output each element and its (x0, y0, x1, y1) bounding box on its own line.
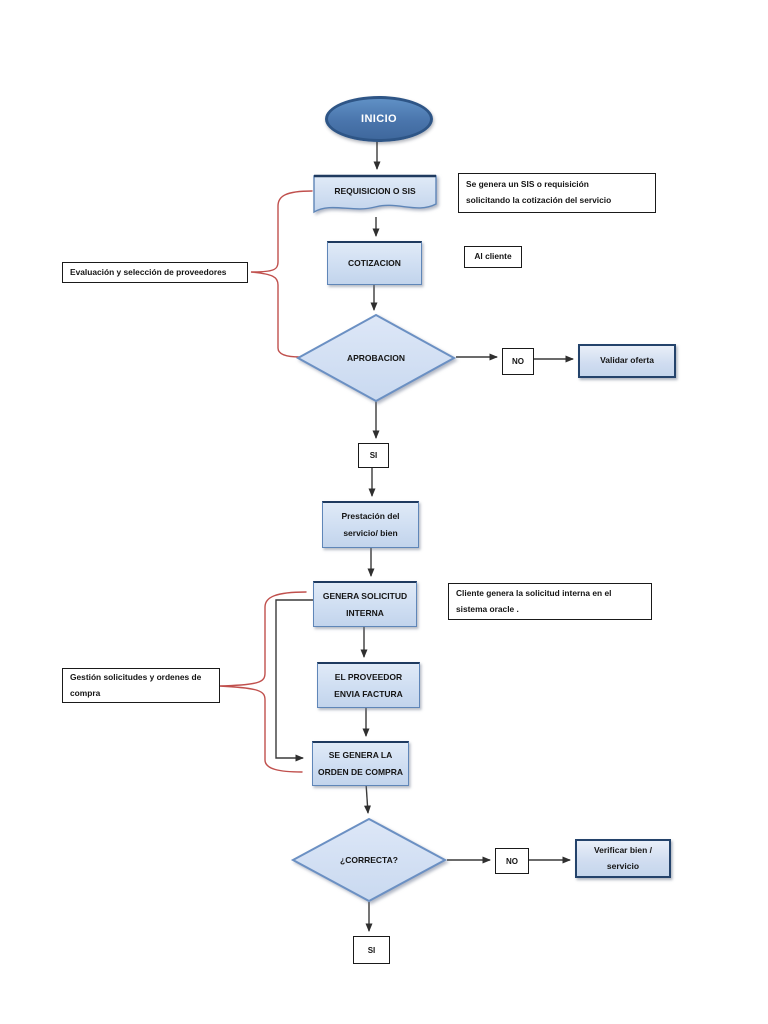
service-delivery-node: Prestación del servicio/ bien (322, 501, 419, 548)
approval-label: APROBACION (346, 353, 406, 363)
document-shape (313, 175, 437, 214)
quotation-node: COTIZACION (327, 241, 422, 285)
supplier-invoice-node: EL PROVEEDOR ENVIA FACTURA (317, 662, 420, 708)
correct-decision-node: ¿CORRECTA? (290, 817, 448, 903)
note-client-text: Al cliente (474, 251, 512, 262)
arrow-order-to-correct (364, 782, 371, 814)
correct-label: ¿CORRECTA? (340, 855, 398, 865)
note-supplier-evaluation: Evaluación y selección de proveedores (62, 262, 248, 283)
note-sis-generation: Se genera un SIS o requisición solicitan… (458, 173, 656, 213)
yes-label-2: SI (353, 936, 390, 964)
note-order-management: Gestión solicitudes y ordenes de compra (62, 668, 220, 703)
requisition-label: REQUISICION O SIS (334, 186, 416, 196)
bracket-supplier-evaluation (250, 190, 313, 358)
service-delivery-label: Prestación del servicio/ bien (341, 511, 400, 538)
arrow-internal-loop-to-order (275, 599, 313, 762)
verify-good-node: Verificar bien / servicio (575, 839, 671, 878)
supplier-invoice-label: EL PROVEEDOR ENVIA FACTURA (334, 671, 403, 699)
note-oracle-text: Cliente genera la solicitud interna en e… (456, 587, 612, 614)
note-sis-text: Se genera un SIS o requisición solicitan… (466, 179, 612, 205)
yes-1-text: SI (369, 451, 378, 460)
bracket-order-management (218, 591, 307, 773)
start-label: INICIO (360, 113, 397, 125)
no-2-text: NO (506, 856, 518, 866)
internal-request-label: GENERA SOLICITUD INTERNA (322, 590, 408, 618)
note-to-client: Al cliente (464, 246, 522, 268)
verify-good-label: Verificar bien / servicio (593, 845, 653, 871)
yes-label-1: SI (358, 443, 389, 468)
approval-diamond-shape (295, 313, 457, 403)
note-oracle-system: Cliente genera la solicitud interna en e… (448, 583, 652, 620)
correct-diamond-shape (290, 817, 448, 903)
start-node: INICIO (325, 96, 433, 142)
no-1-text: NO (512, 357, 524, 366)
approval-decision-node: APROBACION (295, 313, 457, 403)
validate-offer-node: Validar oferta (578, 344, 676, 378)
purchase-order-node: SE GENERA LA ORDEN DE COMPRA (312, 741, 409, 786)
no-label-1: NO (502, 348, 534, 375)
validate-offer-label: Validar oferta (600, 355, 654, 366)
note-evaluation-text: Evaluación y selección de proveedores (70, 266, 227, 277)
quotation-label: COTIZACION (348, 258, 401, 269)
no-label-2: NO (495, 848, 529, 874)
yes-2-text: SI (367, 945, 376, 955)
internal-request-node: GENERA SOLICITUD INTERNA (313, 581, 417, 627)
requisition-document-node: REQUISICION O SIS (313, 174, 437, 218)
purchase-order-label: SE GENERA LA ORDEN DE COMPRA (317, 750, 403, 777)
note-management-text: Gestión solicitudes y ordenes de compra (70, 671, 202, 698)
